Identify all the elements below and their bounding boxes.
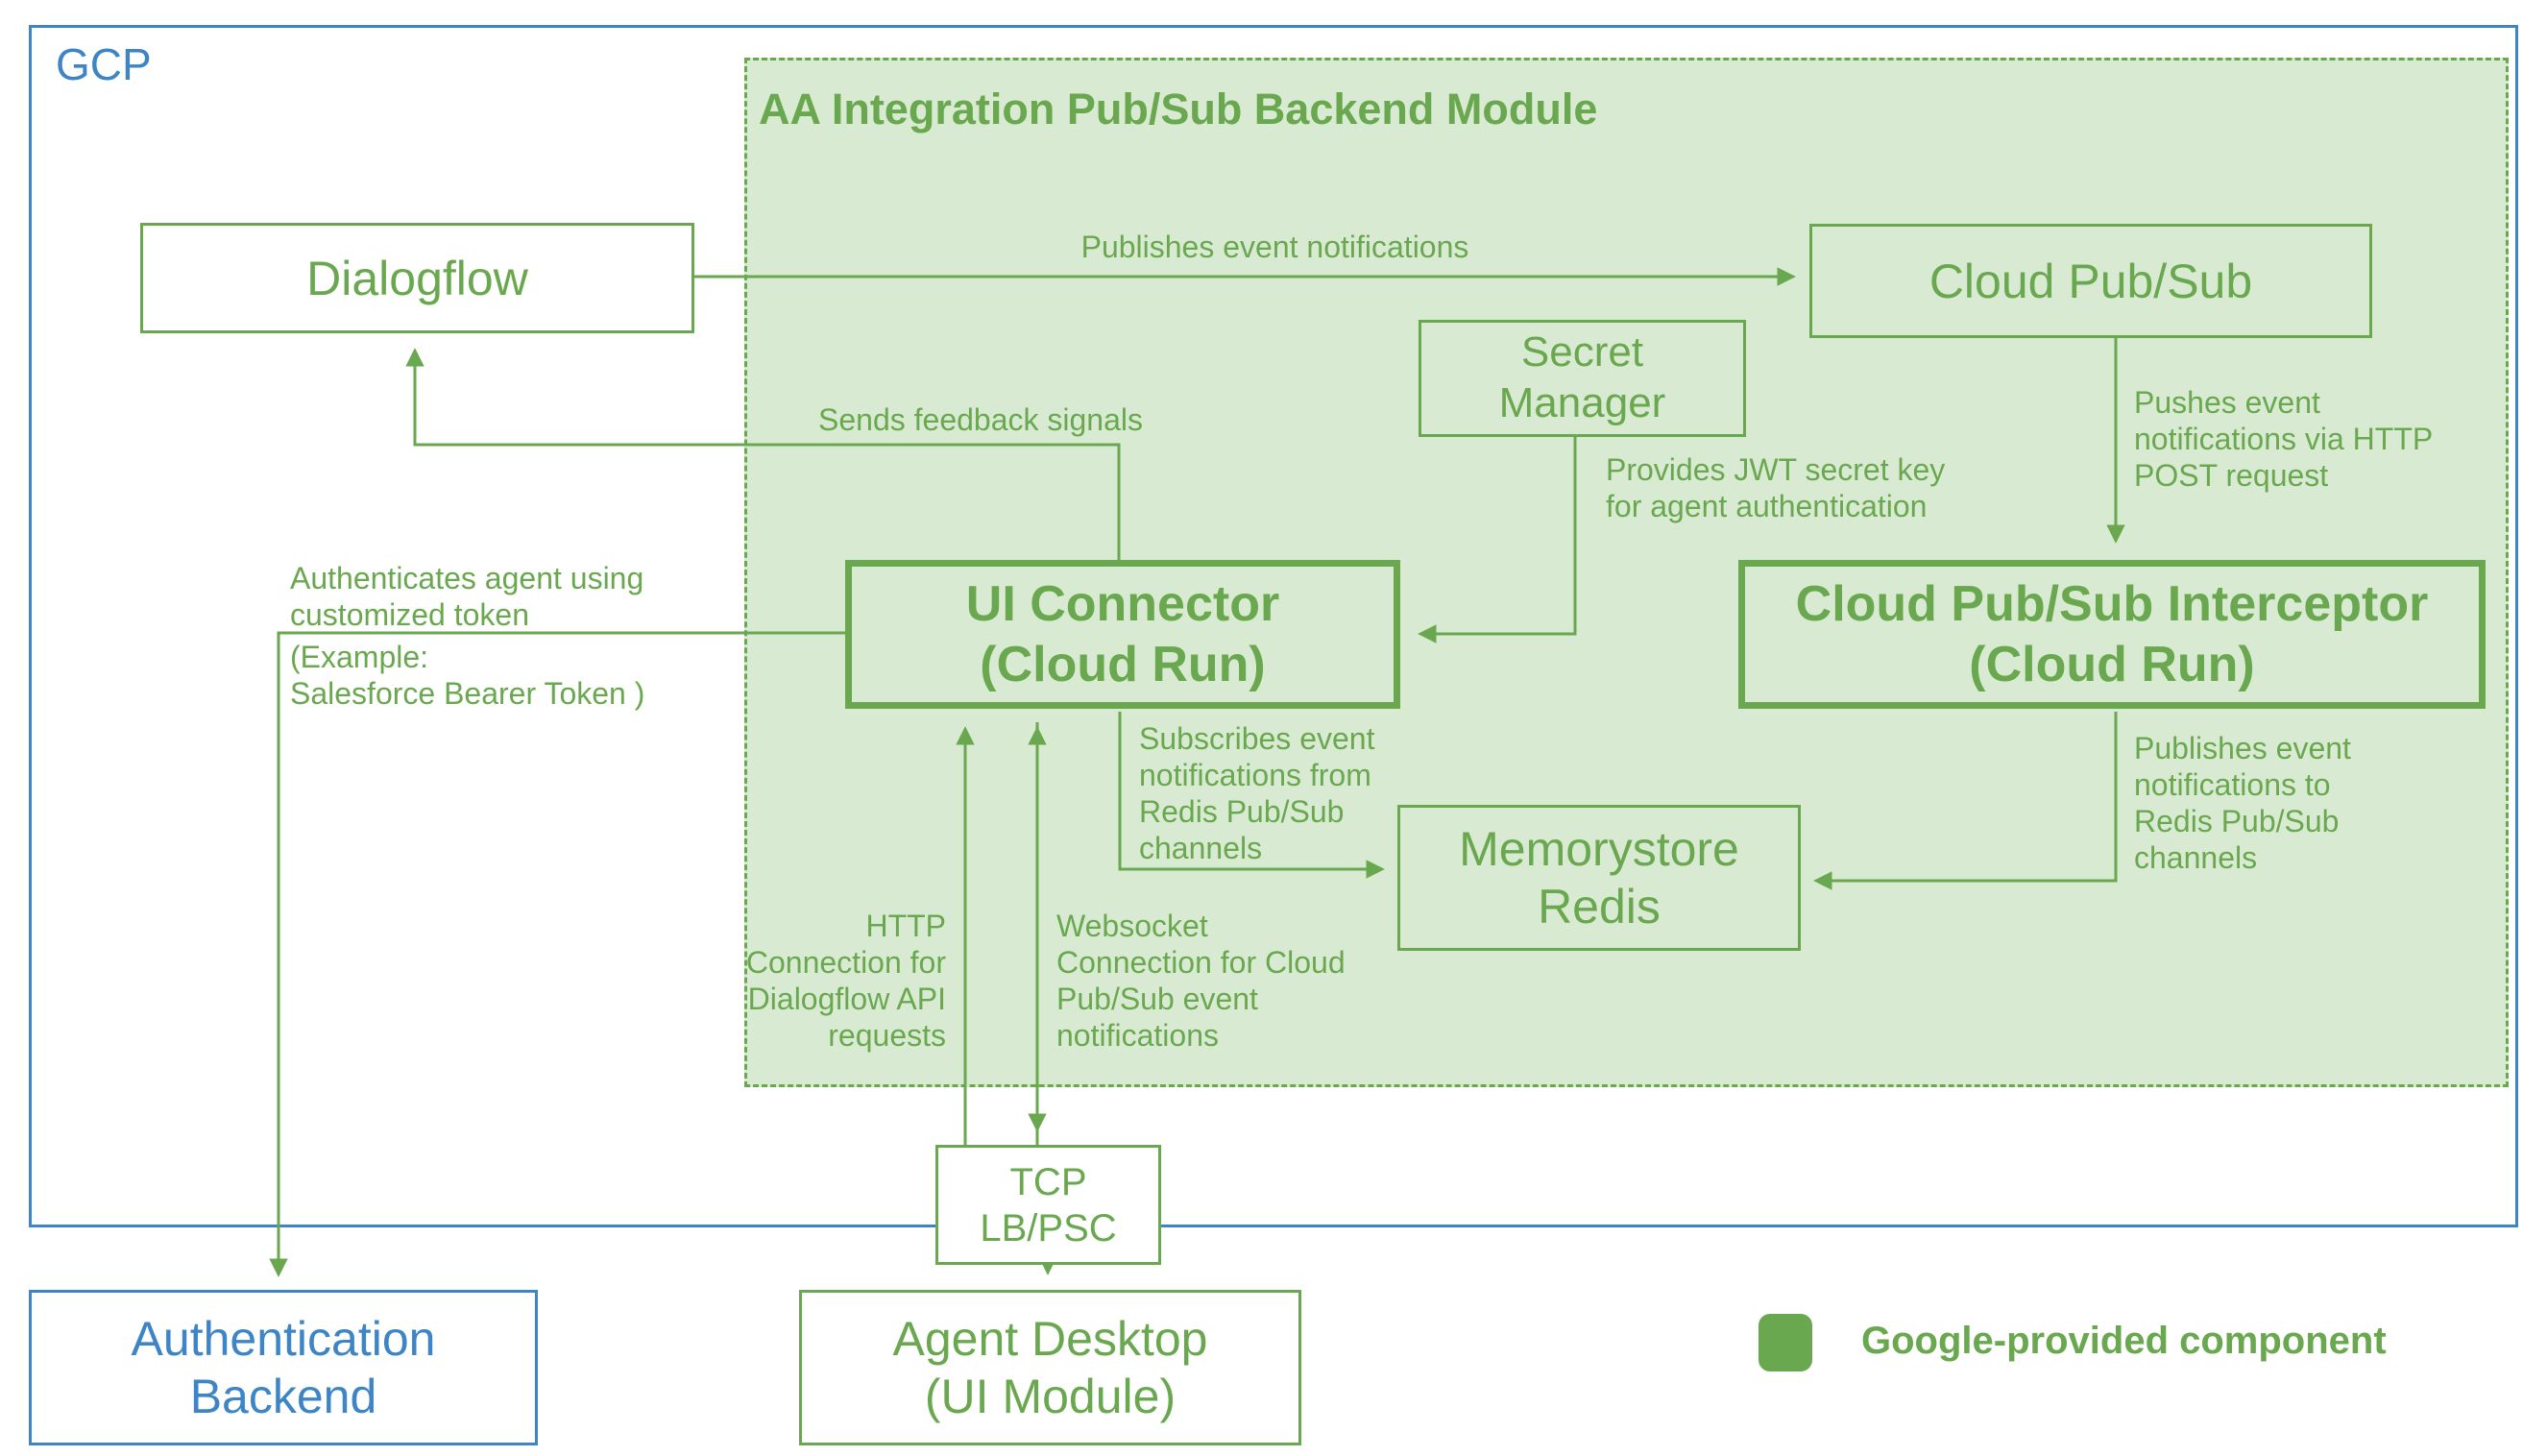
arrow-sends-feedback-signals: [405, 348, 1121, 560]
node-dialogflow-label: Dialogflow: [306, 251, 528, 305]
gcp-boundary: [29, 25, 2518, 1227]
edge-label-pushes: Pushes event notifications via HTTP POST…: [2134, 385, 2434, 494]
edge-label-http-connection: HTTP Connection for Dialogflow API reque…: [745, 909, 946, 1054]
legend-google-provided-label: Google-provided component: [1861, 1320, 2387, 1362]
arrow-secret-manager-to-ui-connector: [1418, 437, 1577, 643]
edge-label-authenticates-above: Authenticates agent using customized tok…: [290, 561, 644, 633]
edge-label-publishes: Publishes event notifications: [1080, 230, 1469, 264]
edge-label-provides-jwt: Provides JWT secret key for agent authen…: [1606, 452, 1946, 524]
node-cloud-pubsub-label: Cloud Pub/Sub: [1928, 254, 2253, 308]
gcp-label: GCP: [56, 39, 152, 89]
arrow-authenticates-agent: [269, 631, 845, 1277]
node-cloud-pubsub: Cloud Pub/Sub: [1809, 224, 2372, 338]
node-agent-desktop: Agent Desktop (UI Module): [799, 1290, 1301, 1445]
legend-google-provided-swatch: [1759, 1314, 1812, 1371]
arrow-subscribes-notifications: [1118, 712, 1385, 879]
edge-label-publishes-redis: Publishes event notifications to Redis P…: [2134, 731, 2351, 876]
arrow-publishes-to-redis: [1813, 712, 2118, 890]
edge-label-authenticates-below: (Example: Salesforce Bearer Token ): [290, 640, 645, 712]
module-title: AA Integration Pub/Sub Backend Module: [759, 85, 1598, 133]
node-dialogflow: Dialogflow: [140, 223, 694, 333]
node-cloud-pubsub-interceptor: Cloud Pub/Sub Interceptor (Cloud Run): [1738, 560, 2486, 709]
node-authentication-backend: Authentication Backend: [29, 1290, 538, 1445]
node-secret-manager: Secret Manager: [1419, 320, 1746, 437]
node-tcp-lb-psc: TCP LB/PSC: [935, 1145, 1161, 1265]
node-memorystore-redis: Memorystore Redis: [1397, 805, 1801, 951]
node-ui-connector: UI Connector (Cloud Run): [845, 560, 1400, 709]
edge-label-subscribes: Subscribes event notifications from Redi…: [1139, 721, 1375, 866]
edge-label-feedback: Sends feedback signals: [818, 402, 1143, 437]
edge-label-websocket-connection: Websocket Connection for Cloud Pub/Sub e…: [1056, 909, 1346, 1054]
